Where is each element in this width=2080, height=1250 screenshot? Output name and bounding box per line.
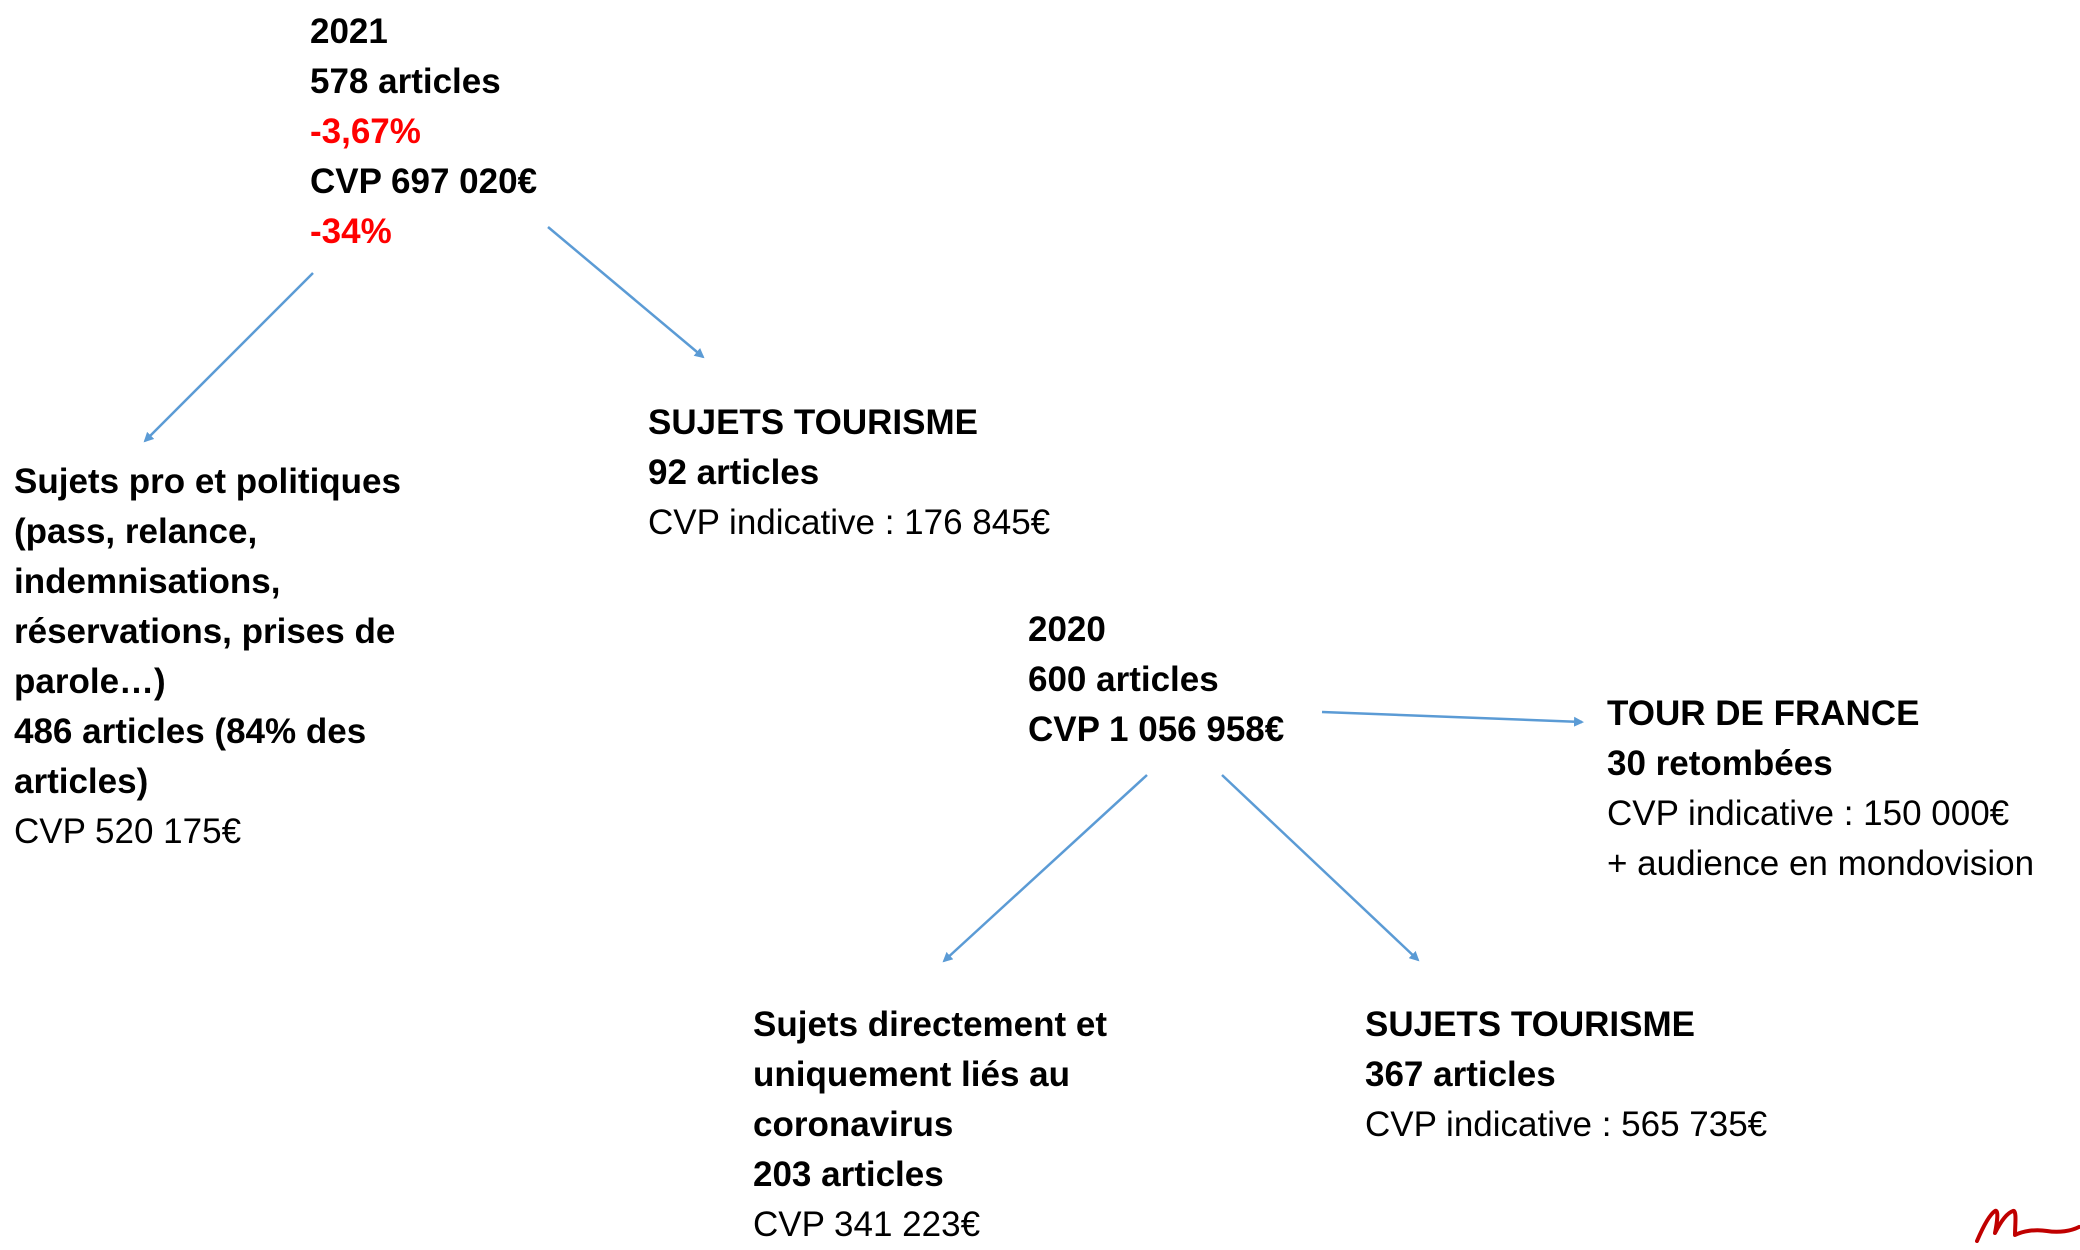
articles-count: 600 articles <box>1028 660 1219 699</box>
cvp-value: CVP indicative : 176 845€ <box>648 503 1051 542</box>
cvp-value: CVP indicative : 565 735€ <box>1365 1105 1768 1144</box>
arrow-2020-to-coronavirus <box>942 774 1148 963</box>
cvp-value: CVP 697 020€ <box>310 162 538 201</box>
articles-count: 92 articles <box>648 453 820 492</box>
cvp-value: CVP 1 056 958€ <box>1028 710 1285 749</box>
arrow-2021-to-pro <box>143 272 314 443</box>
text-line: parole…) <box>14 662 166 701</box>
cvp-change: -34% <box>310 212 392 251</box>
node-title: SUJETS TOURISME <box>1365 1005 1695 1044</box>
text-line: Sujets directement et <box>753 1005 1107 1044</box>
node-title: TOUR DE FRANCE <box>1607 694 1920 733</box>
text-line: (pass, relance, <box>14 512 258 551</box>
audience-note: + audience en mondovision <box>1607 844 2035 883</box>
articles-count-cont: articles) <box>14 762 149 801</box>
node-2020: 2020 600 articles CVP 1 056 958€ <box>1028 605 1284 755</box>
text-line: uniquement liés au <box>753 1055 1070 1094</box>
node-tourisme-2020: SUJETS TOURISME 367 articles CVP indicat… <box>1365 1000 1767 1150</box>
arrow-2020-to-tourisme <box>1221 774 1420 962</box>
node-tour-de-france: TOUR DE FRANCE 30 retombées CVP indicati… <box>1607 689 2034 889</box>
arrow-2020-to-tdf <box>1321 710 1584 727</box>
articles-change: -3,67% <box>310 112 421 151</box>
text-line: Sujets pro et politiques <box>14 462 401 501</box>
retombees-count: 30 retombées <box>1607 744 1833 783</box>
text-line: réservations, prises de <box>14 612 396 651</box>
articles-count: 578 articles <box>310 62 501 101</box>
year-label: 2021 <box>310 12 388 51</box>
arrow-2021-to-tourisme <box>547 226 705 359</box>
brand-logo-icon <box>1975 1208 2080 1243</box>
node-coronavirus: Sujets directement et uniquement liés au… <box>753 1000 1107 1250</box>
node-pro-politique: Sujets pro et politiques (pass, relance,… <box>14 457 401 857</box>
cvp-value: CVP indicative : 150 000€ <box>1607 794 2010 833</box>
articles-count: 367 articles <box>1365 1055 1556 1094</box>
node-2021: 2021 578 articles -3,67% CVP 697 020€ -3… <box>310 7 537 257</box>
node-tourisme-2021: SUJETS TOURISME 92 articles CVP indicati… <box>648 398 1050 548</box>
articles-count: 486 articles (84% des <box>14 712 367 751</box>
node-title: SUJETS TOURISME <box>648 403 978 442</box>
articles-count: 203 articles <box>753 1155 944 1194</box>
cvp-value: CVP 341 223€ <box>753 1205 981 1244</box>
text-line: coronavirus <box>753 1105 954 1144</box>
year-label: 2020 <box>1028 610 1106 649</box>
text-line: indemnisations, <box>14 562 281 601</box>
cvp-value: CVP 520 175€ <box>14 812 242 851</box>
